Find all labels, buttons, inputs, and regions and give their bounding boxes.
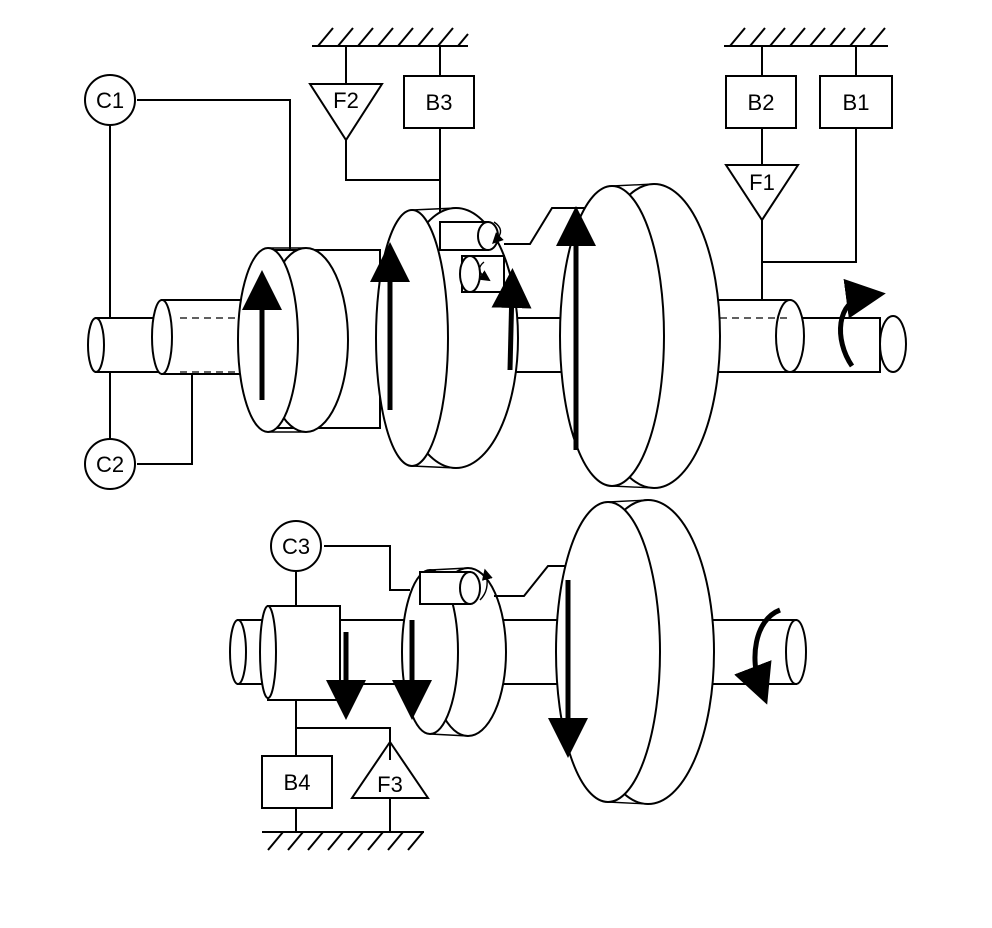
brake-b1: B1 (819, 75, 893, 129)
ground-bottom (262, 831, 424, 851)
one-way-clutch-f1: F1 (724, 164, 800, 222)
clutch-c1-label: C1 (96, 88, 124, 113)
ground-top-right (724, 27, 888, 47)
one-way-clutch-f2: F2 (308, 83, 384, 142)
ring-gear-2 (370, 207, 640, 469)
connection-lines-top (109, 46, 857, 465)
ring-gear-4 (392, 565, 696, 737)
clutch-c1: C1 (84, 74, 136, 126)
one-way-clutch-f3: F3 (350, 740, 430, 799)
brake-b2-label: B2 (748, 90, 775, 115)
clutch-c3: C3 (270, 520, 322, 572)
ring-gear-5 (548, 499, 782, 805)
output-shaft-bottom (229, 605, 807, 720)
brake-b4-label: B4 (284, 770, 311, 795)
connection-lines-bottom (295, 545, 410, 832)
clutch-c2-label: C2 (96, 452, 124, 477)
brake-b3-label: B3 (426, 90, 453, 115)
one-way-clutch-f2-label: F2 (333, 88, 359, 113)
one-way-clutch-f1-label: F1 (749, 170, 775, 195)
clutch-drum-1 (237, 247, 381, 433)
brake-b3: B3 (403, 75, 475, 129)
clutch-c3-label: C3 (282, 534, 310, 559)
brake-b4: B4 (261, 755, 333, 809)
brake-b2: B2 (725, 75, 797, 129)
ring-gear-3 (556, 183, 886, 489)
brake-b1-label: B1 (843, 90, 870, 115)
one-way-clutch-f3-label: F3 (377, 772, 403, 797)
clutch-c2: C2 (84, 438, 136, 490)
ground-top-left (312, 27, 469, 47)
